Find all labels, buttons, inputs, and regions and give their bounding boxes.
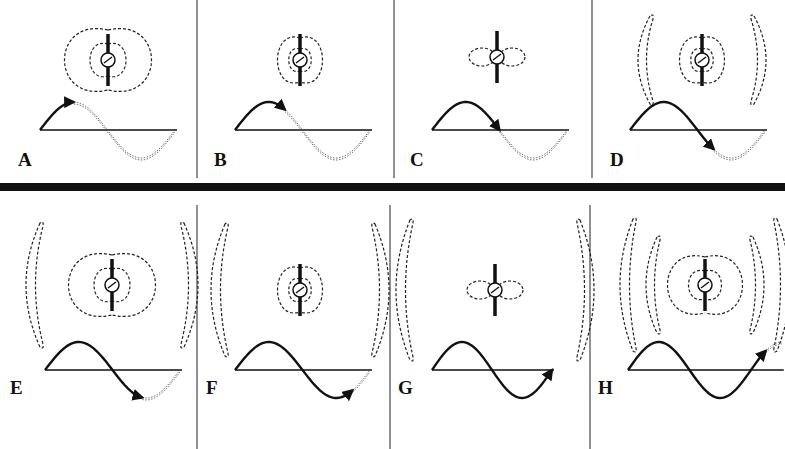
future-signal [714,130,765,158]
future-signal [714,132,765,160]
antenna-panel [620,218,785,398]
source-mark [108,282,116,288]
future-signal [142,372,180,400]
radiated-field [181,222,198,348]
source-mark [296,57,304,63]
panel-separators [197,0,592,449]
signal-source [698,278,712,292]
divider-bar [0,183,785,191]
radiated-field [646,236,660,334]
panel-letter: F [206,378,218,397]
signal-wave [45,342,142,398]
signal-source [490,50,504,64]
panel-letter: H [598,378,613,397]
signal-source [488,283,502,297]
time-axis [432,129,569,130]
radiated-field [751,15,766,105]
signal-source [101,53,115,67]
antenna-panel [432,31,569,160]
radiated-field [26,222,43,348]
panel-letter: E [10,378,23,397]
radiated-field [396,219,413,361]
panel-letter: D [610,150,624,169]
antenna-panel [211,223,389,398]
radiated-field [372,223,389,357]
signal-wave [235,342,352,398]
signal-wave [432,102,500,130]
future-signal [74,102,175,158]
radiated-field [211,223,228,357]
signal-wave [235,102,285,130]
antenna-panel [630,15,767,160]
signal-wave [628,342,766,398]
radiated-field [577,219,594,361]
panel-letter: C [410,150,424,169]
antenna-panel [396,219,594,398]
future-signal [285,110,370,158]
signal-wave [432,342,552,398]
future-signal [352,372,370,392]
panel-letter: G [398,378,413,397]
signal-source [105,278,119,292]
radiated-field [620,218,636,352]
source-mark [296,287,304,293]
signal-source [293,53,307,67]
future-signal [766,344,782,353]
future-signal [142,370,180,398]
future-signal [285,112,370,160]
signal-wave [630,102,714,149]
source-mark [698,57,706,63]
time-axis [235,129,372,130]
future-signal [500,130,568,158]
signal-source [293,283,307,297]
source-mark [104,57,112,63]
signal-wave [40,102,74,130]
source-mark [493,54,501,60]
panel-letter: A [18,150,32,169]
signal-source [695,53,709,67]
time-axis [628,369,784,370]
antenna-panel [235,34,372,160]
time-axis [40,129,177,130]
antenna-panel [40,29,177,160]
source-mark [701,282,709,288]
future-signal [500,132,568,160]
radiated-field [774,218,785,352]
future-signal [74,104,175,160]
radiated-field [750,236,764,334]
future-signal [352,370,370,390]
antenna-panel [26,222,198,400]
panel-letter: B [214,150,227,169]
radiated-field [638,15,653,105]
source-mark [491,287,499,293]
